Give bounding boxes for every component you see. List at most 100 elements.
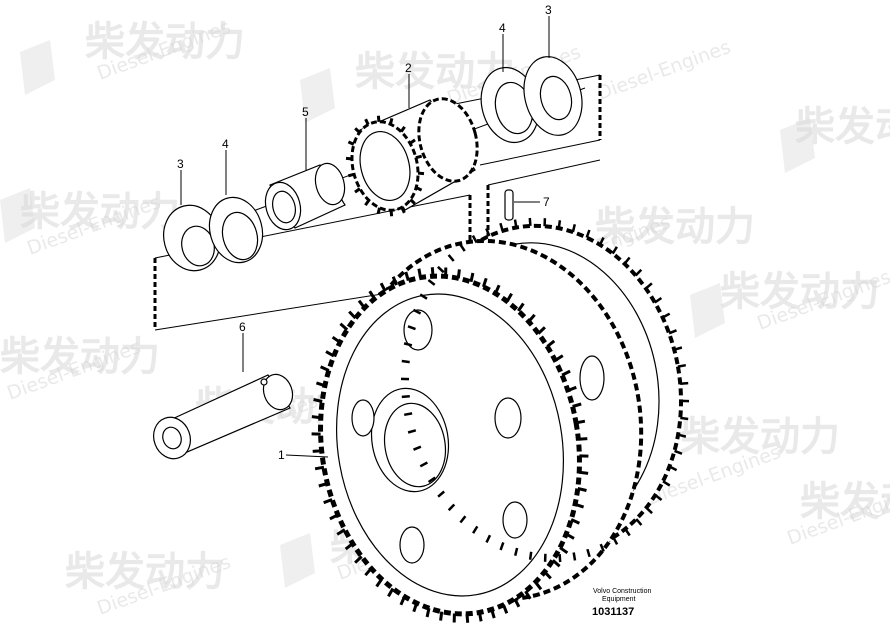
gear-tooth bbox=[572, 402, 582, 408]
gear-tooth bbox=[437, 265, 445, 274]
gear-tooth bbox=[407, 325, 416, 331]
svg-text:柴发动力: 柴发动力 bbox=[795, 104, 890, 150]
gear-tooth bbox=[427, 279, 436, 286]
footer-drawing-number: 1031137 bbox=[592, 606, 634, 618]
gear-tooth bbox=[561, 369, 571, 377]
gear-tooth bbox=[567, 385, 577, 392]
dowel-pin bbox=[504, 189, 514, 221]
watermark-logo-icon bbox=[300, 68, 335, 123]
gear-tooth bbox=[551, 559, 561, 568]
gear-tooth bbox=[645, 506, 653, 515]
callout-3-right: 3 bbox=[545, 3, 552, 17]
svg-text:柴发动力: 柴发动力 bbox=[800, 479, 890, 525]
svg-text:柴发动力: 柴发动力 bbox=[65, 549, 225, 595]
watermark: 柴发动力 Diesel-Engines bbox=[65, 549, 234, 620]
rear-gear-teeth bbox=[400, 217, 690, 563]
gear-tooth bbox=[472, 525, 479, 534]
gear-tooth bbox=[635, 518, 643, 526]
gear-tooth bbox=[680, 416, 689, 421]
gear-tooth bbox=[570, 518, 581, 525]
large-gear-teeth bbox=[311, 267, 589, 623]
callout-6: 6 bbox=[239, 320, 246, 334]
gear-tooth bbox=[323, 498, 333, 505]
gear-shaft bbox=[153, 373, 294, 460]
gear-tooth bbox=[654, 296, 663, 304]
gear-tooth bbox=[439, 611, 444, 621]
gear-tooth bbox=[546, 339, 556, 348]
gear-tooth bbox=[364, 567, 373, 577]
gear-tooth bbox=[537, 326, 546, 335]
gear-tooth bbox=[400, 206, 406, 214]
gear-tooth bbox=[388, 118, 394, 125]
gear-tooth bbox=[586, 548, 591, 558]
gear-tooth bbox=[677, 363, 687, 368]
gear-tooth bbox=[534, 581, 543, 591]
gear-tooth bbox=[354, 187, 361, 194]
gear-tooth bbox=[354, 127, 361, 134]
gear-tooth bbox=[348, 310, 357, 320]
gear-tooth bbox=[401, 395, 410, 399]
gear-tooth bbox=[403, 412, 413, 417]
leader-lines bbox=[180, 16, 550, 458]
thrust-washer-left bbox=[163, 204, 221, 272]
gear-tooth bbox=[459, 243, 466, 252]
gear-tooth bbox=[427, 476, 436, 484]
gear-tooth bbox=[517, 302, 525, 312]
gear-tooth bbox=[598, 237, 605, 246]
gear-tooth bbox=[368, 290, 376, 300]
diagram-footer: Volvo Construction Equipment 1031137 bbox=[592, 588, 651, 618]
gear-tooth bbox=[502, 604, 509, 614]
gear-tooth bbox=[513, 598, 521, 608]
gear-tooth bbox=[572, 552, 577, 561]
gear-tooth bbox=[577, 487, 587, 492]
gear-tooth bbox=[565, 532, 575, 540]
gear-tooth bbox=[662, 312, 671, 319]
gear-tooth bbox=[585, 229, 591, 239]
gear-tooth bbox=[314, 465, 325, 471]
gear-tooth bbox=[481, 277, 488, 288]
spacer-ring-left bbox=[208, 196, 264, 264]
gear-tooth bbox=[611, 246, 618, 255]
gear-tooth bbox=[574, 502, 585, 509]
gear-tooth bbox=[469, 272, 475, 283]
gear-tooth bbox=[364, 199, 371, 207]
watermark: 柴发动力 Diesel-Engines bbox=[594, 36, 890, 173]
svg-text:Diesel-Engines: Diesel-Engines bbox=[594, 36, 733, 105]
gear-tooth bbox=[677, 433, 687, 438]
gear-tooth bbox=[339, 322, 349, 331]
svg-text:柴发动力: 柴发动力 bbox=[680, 414, 840, 460]
gear-tooth bbox=[315, 381, 326, 388]
gear-tooth bbox=[413, 445, 422, 451]
gear-tooth bbox=[364, 118, 370, 126]
gear-tooth bbox=[494, 284, 501, 295]
gear-tooth bbox=[437, 490, 446, 498]
gear-tooth bbox=[554, 354, 564, 362]
idler-gear-assembly bbox=[318, 223, 684, 617]
gear-tooth bbox=[447, 503, 456, 512]
gear-tooth bbox=[409, 138, 416, 145]
gear-tooth bbox=[644, 282, 653, 290]
gear-tooth bbox=[465, 613, 470, 623]
gear-tooth bbox=[375, 578, 383, 588]
gear-tooth bbox=[412, 602, 419, 613]
gear-tooth bbox=[331, 335, 341, 344]
callout-7: 7 bbox=[543, 195, 550, 209]
gear-tooth bbox=[612, 536, 619, 545]
gear-tooth bbox=[407, 429, 417, 434]
watermark: 柴发动力 Diesel-Engines bbox=[784, 479, 890, 550]
gear-tooth bbox=[319, 365, 330, 372]
gear-tooth bbox=[499, 222, 504, 232]
callout-1: 1 bbox=[278, 448, 285, 462]
watermark-logo-icon bbox=[20, 40, 55, 95]
callout-3-left: 3 bbox=[177, 157, 184, 171]
gear-tooth bbox=[412, 308, 422, 315]
gear-tooth bbox=[680, 381, 689, 385]
gear-tooth bbox=[528, 551, 533, 560]
callout-4-left: 4 bbox=[222, 137, 229, 151]
callout-4-right: 4 bbox=[499, 21, 506, 35]
watermark-logo-icon bbox=[780, 118, 815, 173]
gear-tooth bbox=[354, 555, 363, 564]
gear-tooth bbox=[401, 359, 410, 364]
gear-tooth bbox=[471, 235, 478, 244]
gear-tooth bbox=[485, 534, 492, 543]
